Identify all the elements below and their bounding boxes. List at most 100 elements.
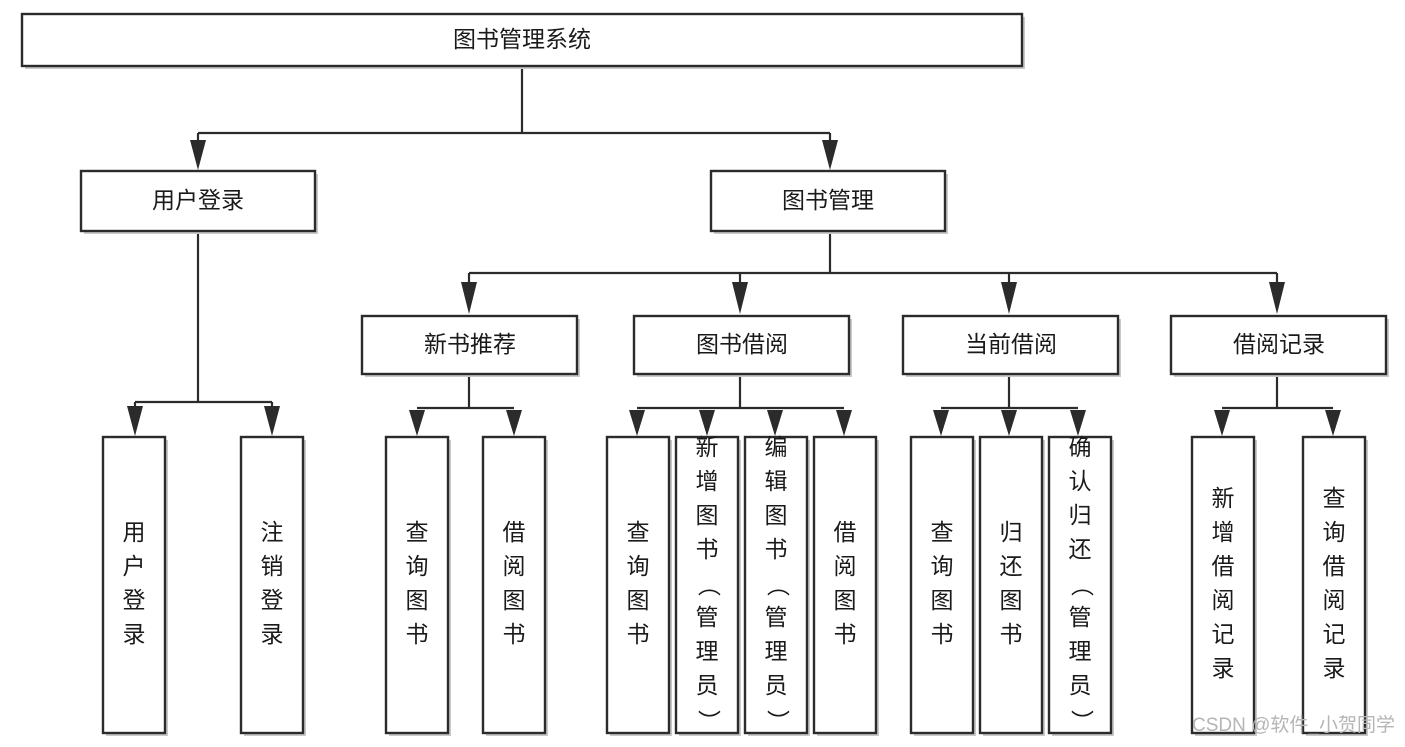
svg-text:编: 编 — [765, 434, 788, 460]
svg-text:理: 理 — [765, 638, 788, 664]
svg-text:新: 新 — [1212, 485, 1235, 511]
svg-text:理: 理 — [696, 638, 719, 664]
leaf-return-book-box[interactable] — [978, 435, 1044, 735]
node-book-management[interactable]: 图书管理 — [709, 169, 948, 234]
csdn-watermark: CSDN @软件_小贺同学 — [1192, 714, 1395, 736]
node-book-borrow[interactable]: 图书借阅 — [632, 314, 852, 377]
leaf-confirm-return-admin-box[interactable] — [1047, 435, 1113, 735]
leaf-borrow-book-2-box[interactable] — [812, 435, 878, 735]
svg-text:还: 还 — [1000, 553, 1023, 579]
node-current-borrow-box[interactable] — [901, 314, 1120, 376]
svg-text:图: 图 — [931, 587, 954, 613]
svg-text:增: 增 — [1212, 519, 1235, 545]
svg-text:图: 图 — [834, 587, 857, 613]
svg-text:（: （ — [696, 574, 722, 597]
svg-text:（: （ — [1069, 574, 1095, 597]
arrow-root-to-book-management — [822, 140, 838, 170]
svg-text:增: 增 — [696, 468, 719, 494]
svg-text:管: 管 — [1069, 604, 1092, 630]
leaf-query-book-3-box[interactable] — [909, 435, 975, 735]
node-book-management-box[interactable] — [709, 169, 947, 233]
svg-text:归: 归 — [1000, 519, 1023, 545]
leaf-borrow-book-1-box[interactable] — [481, 435, 547, 735]
svg-text:员: 员 — [696, 672, 719, 698]
arrow-nbr-leaf-1 — [409, 410, 425, 436]
svg-text:书: 书 — [1000, 621, 1023, 647]
arrow-cb-leaf-2 — [1001, 410, 1017, 436]
svg-text:登: 登 — [123, 587, 146, 613]
node-book-borrow-box[interactable] — [632, 314, 851, 376]
svg-text:录: 录 — [1323, 655, 1346, 681]
arrow-bm-to-book-borrow — [732, 282, 748, 314]
node-new-book-recommend-box[interactable] — [360, 314, 579, 376]
node-borrow-record[interactable]: 借阅记录 — [1169, 314, 1389, 377]
leaf-add-borrow-record-box[interactable] — [1190, 435, 1256, 735]
leaf-query-book-2-box[interactable] — [605, 435, 671, 735]
svg-text:登: 登 — [261, 587, 284, 613]
svg-text:）: ） — [1069, 710, 1095, 733]
node-user-login[interactable]: 用户登录 — [79, 169, 318, 234]
leaf-add-book-admin-box[interactable] — [674, 435, 740, 735]
node-root[interactable]: 图书管理系统 — [20, 12, 1025, 69]
node-book-management-label: 图书管理 — [782, 187, 874, 213]
arrow-root-to-user-login — [190, 140, 206, 170]
leaf-query-borrow-record-box[interactable] — [1301, 435, 1367, 735]
svg-text:记: 记 — [1323, 621, 1346, 647]
leaf-user-login-box[interactable] — [101, 435, 167, 735]
svg-text:图: 图 — [1000, 587, 1023, 613]
svg-text:询: 询 — [406, 553, 429, 579]
arrow-nbr-leaf-2 — [506, 410, 522, 436]
node-current-borrow[interactable]: 当前借阅 — [901, 314, 1121, 377]
svg-text:新: 新 — [696, 434, 719, 460]
svg-text:借: 借 — [1323, 553, 1346, 579]
node-new-book-recommend[interactable]: 新书推荐 — [360, 314, 580, 377]
leaf-query-book-1-box[interactable] — [384, 435, 450, 735]
node-borrow-record-label: 借阅记录 — [1233, 331, 1325, 357]
svg-text:书: 书 — [627, 621, 650, 647]
leaf-edit-book-admin-box[interactable] — [743, 435, 809, 735]
svg-text:书: 书 — [696, 536, 719, 562]
svg-text:员: 员 — [765, 672, 788, 698]
svg-text:阅: 阅 — [834, 553, 857, 579]
node-current-borrow-label: 当前借阅 — [965, 331, 1057, 357]
leaf-logout-login-box[interactable] — [239, 435, 305, 735]
node-borrow-record-box[interactable] — [1169, 314, 1388, 376]
svg-text:图: 图 — [503, 587, 526, 613]
svg-text:）: ） — [765, 710, 791, 733]
svg-text:理: 理 — [1069, 638, 1092, 664]
arrow-bb-leaf-4 — [836, 410, 852, 436]
node-book-borrow-label: 图书借阅 — [696, 331, 788, 357]
svg-text:户: 户 — [123, 553, 146, 579]
node-user-login-box[interactable] — [79, 169, 317, 233]
svg-text:（: （ — [765, 574, 791, 597]
svg-text:询: 询 — [1323, 519, 1346, 545]
node-root-box[interactable] — [20, 12, 1024, 68]
arrow-bm-to-current-borrow — [1001, 282, 1017, 314]
svg-text:书: 书 — [931, 621, 954, 647]
svg-text:查: 查 — [406, 519, 429, 545]
svg-text:确: 确 — [1069, 434, 1092, 460]
leaf-user-login[interactable]: 用户登录 — [101, 435, 168, 736]
svg-text:书: 书 — [765, 536, 788, 562]
arrow-bb-leaf-2 — [699, 410, 715, 436]
svg-text:管: 管 — [765, 604, 788, 630]
